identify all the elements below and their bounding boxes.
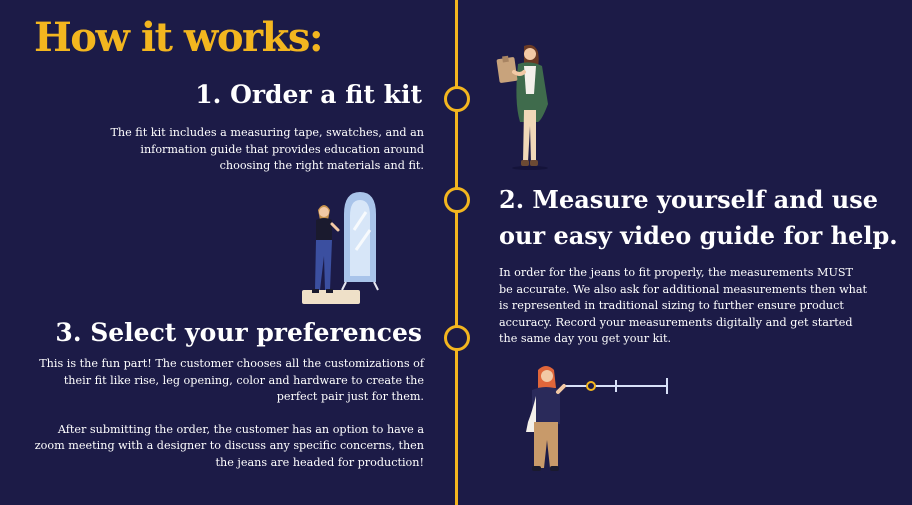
woman-with-box-icon: [496, 44, 548, 170]
step-2-heading-line-2: our easy video guide for help.: [499, 221, 898, 250]
step-2-heading-line-1: 2. Measure yourself and use: [499, 185, 879, 214]
step-3-heading: 3. Select your preferences: [55, 318, 422, 347]
step-3-body-paragraph-1: This is the fun part! The customer choos…: [39, 357, 424, 403]
step-3-body: This is the fun part! The customer choos…: [30, 356, 424, 471]
step-1-heading: 1. Order a fit kit: [195, 80, 422, 109]
page-title: How it works:: [34, 14, 324, 61]
timeline-node-1: [444, 86, 470, 112]
step-2-heading: 2. Measure yourself and use our easy vid…: [499, 182, 898, 254]
step-3-body-paragraph-2: After submitting the order, the customer…: [34, 422, 424, 469]
timeline-node-2: [444, 187, 470, 213]
woman-measuring-icon: [526, 366, 668, 471]
timeline-node-3: [444, 325, 470, 351]
step-1-body: The fit kit includes a measuring tape, s…: [110, 126, 424, 172]
woman-at-mirror-icon: [302, 192, 379, 304]
step-2-body: In order for the jeans to fit properly, …: [499, 266, 868, 345]
timeline-line: [455, 0, 458, 505]
